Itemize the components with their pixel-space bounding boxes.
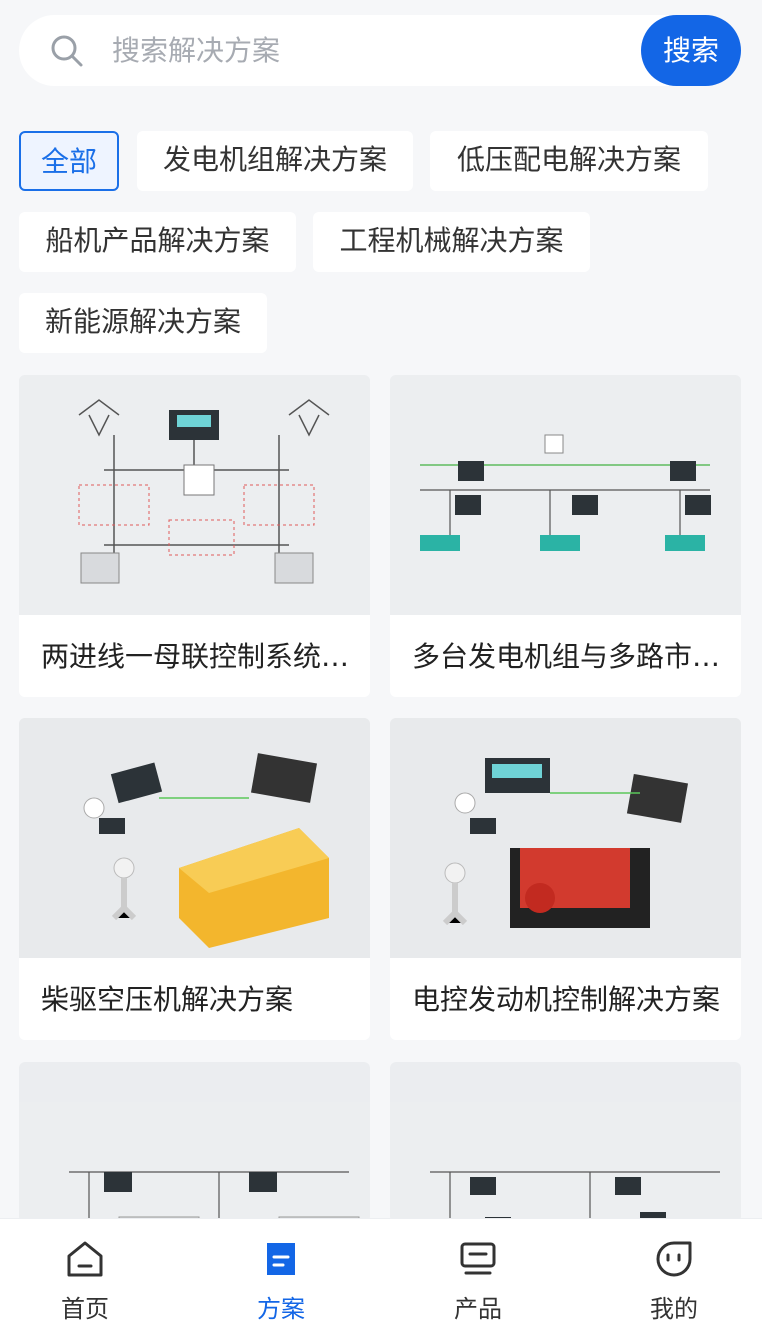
search-input[interactable]: 搜索解决方案: [112, 34, 281, 67]
search-bar[interactable]: 搜索解决方案 搜索: [19, 15, 741, 86]
tab-profile[interactable]: 我的: [579, 1219, 762, 1324]
solution-title: 两进线一母联控制系统解决方案: [41, 640, 359, 673]
tab-home[interactable]: 首页: [0, 1219, 180, 1324]
search-icon: [51, 35, 83, 67]
solution-image: [390, 1062, 741, 1222]
solution-image: [19, 375, 370, 615]
tab-products[interactable]: 产品: [383, 1219, 573, 1324]
profile-icon: [656, 1241, 692, 1277]
bottom-tab-bar: 首页 方案 产品 我的: [0, 1218, 762, 1324]
solution-card[interactable]: 柴驱空压机解决方案: [19, 718, 370, 1040]
category-chip-marine[interactable]: 船机产品解决方案: [19, 212, 296, 272]
solution-title: 多台发电机组与多路市电并联解决方案: [412, 640, 730, 673]
search-button[interactable]: 搜索: [641, 15, 741, 86]
category-chip-low-voltage[interactable]: 低压配电解决方案: [430, 131, 708, 191]
solution-icon: [267, 1243, 295, 1275]
solution-title: 柴驱空压机解决方案: [41, 983, 294, 1016]
solution-card[interactable]: 两进线一母联控制系统解决方案: [19, 375, 370, 697]
solution-image: [19, 1062, 370, 1222]
product-icon: [460, 1242, 496, 1275]
solution-card[interactable]: [390, 1062, 741, 1222]
category-chip-genset[interactable]: 发电机组解决方案: [137, 131, 413, 191]
solution-card[interactable]: 电控发动机控制解决方案: [390, 718, 741, 1040]
tab-label: 我的: [650, 1295, 698, 1323]
tab-label: 首页: [61, 1295, 109, 1323]
solution-image: [19, 718, 370, 958]
solution-image: [390, 375, 741, 615]
solution-title: 电控发动机控制解决方案: [412, 983, 721, 1016]
tab-solutions[interactable]: 方案: [186, 1219, 376, 1324]
category-chip-construction[interactable]: 工程机械解决方案: [313, 212, 590, 272]
solution-image: [390, 718, 741, 958]
solution-card[interactable]: [19, 1062, 370, 1222]
home-icon: [67, 1241, 103, 1277]
tab-label: 产品: [454, 1295, 502, 1323]
category-chip-new-energy[interactable]: 新能源解决方案: [19, 293, 267, 353]
solution-card[interactable]: 多台发电机组与多路市电并联解决方案: [390, 375, 741, 697]
category-chip-all[interactable]: 全部: [19, 131, 119, 191]
tab-label: 方案: [257, 1295, 305, 1323]
